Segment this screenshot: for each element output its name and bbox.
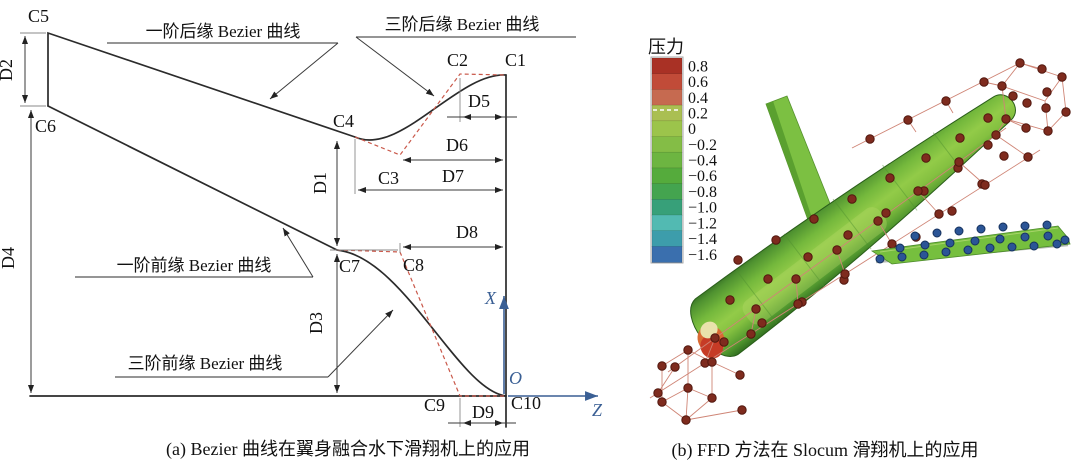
colorbar-tick: −0.4 xyxy=(688,153,717,170)
colorbar-tick: −1.4 xyxy=(688,231,717,248)
colorbar-tick-labels: 0.80.60.40.20−0.2−0.4−0.6−0.8−1.0−1.2−1.… xyxy=(688,58,717,263)
point-c3: C3 xyxy=(378,168,399,188)
dimension-lines xyxy=(21,36,517,427)
dim-d9: D9 xyxy=(472,402,494,422)
dim-d5: D5 xyxy=(468,91,490,111)
point-c4: C4 xyxy=(333,111,354,131)
point-c1: C1 xyxy=(505,50,526,70)
coordinate-axes: X Z O xyxy=(484,288,603,420)
colorbar-tick: 0 xyxy=(688,121,696,138)
point-c5: C5 xyxy=(28,6,49,26)
dim-d6: D6 xyxy=(446,135,468,155)
extension-lines xyxy=(20,32,461,427)
dim-d8: D8 xyxy=(456,222,478,242)
axis-z-label: Z xyxy=(592,400,603,420)
colorbar-tick: 0.2 xyxy=(688,105,708,122)
control-polygon xyxy=(336,73,507,397)
glider-hull xyxy=(690,94,1016,359)
pressure-colorbar: 压力 0.80.60.40.20−0.2−0.4−0.6−0.8−1.0−1.2… xyxy=(648,37,717,264)
dim-d1: D1 xyxy=(310,172,330,194)
colorbar-tick: 0.6 xyxy=(688,74,708,91)
colorbar-tick: −0.8 xyxy=(688,184,717,201)
caption-b: (b) FFD 方法在 Slocum 滑翔机上的应用 xyxy=(671,440,978,461)
label-trailing-third: 三阶后缘 Bezier 曲线 xyxy=(385,15,540,34)
point-c9: C9 xyxy=(424,395,445,415)
curve-annotations: 一阶后缘 Bezier 曲线 三阶后缘 Bezier 曲线 一阶前缘 Bezie… xyxy=(75,15,576,378)
colorbar-tick: −0.2 xyxy=(688,137,717,154)
colorbar-bands xyxy=(651,57,683,263)
point-c8: C8 xyxy=(403,255,424,275)
colorbar-tick: −1.2 xyxy=(688,215,717,232)
slocum-glider xyxy=(649,58,1071,425)
colorbar-tick: 0.8 xyxy=(688,58,708,75)
colorbar-tick: −1.6 xyxy=(688,247,717,264)
dimension-labels: D2 D4 D1 D3 D5 D6 D7 D8 D9 xyxy=(0,59,494,422)
axis-origin-label: O xyxy=(509,368,522,388)
colorbar-tick: −1.0 xyxy=(688,200,717,217)
label-leading-first: 一阶前缘 Bezier 曲线 xyxy=(117,256,272,275)
dim-d7: D7 xyxy=(442,166,464,186)
glider-profile-outline xyxy=(29,31,507,428)
dim-d3: D3 xyxy=(306,312,326,334)
point-c2: C2 xyxy=(447,50,468,70)
label-trailing-first: 一阶后缘 Bezier 曲线 xyxy=(146,22,301,41)
tail-fin xyxy=(765,95,832,221)
colorbar-title: 压力 xyxy=(648,37,684,57)
control-point-labels: C5 C6 C4 C3 C2 C1 C7 C8 C9 C10 xyxy=(28,6,541,415)
ffd-visualization: 压力 0.80.60.40.20−0.2−0.4−0.6−0.8−1.0−1.2… xyxy=(648,37,1071,461)
point-c7: C7 xyxy=(339,256,360,276)
dim-d4: D4 xyxy=(0,247,18,269)
label-leading-third: 三阶前缘 Bezier 曲线 xyxy=(128,354,283,373)
bezier-diagram: D2 D4 D1 D3 D5 D6 D7 D8 D9 C5 C6 C4 C3 C… xyxy=(0,6,603,460)
dim-d2: D2 xyxy=(0,59,16,81)
point-c10: C10 xyxy=(511,393,541,413)
colorbar-tick: 0.4 xyxy=(688,90,708,107)
point-c6: C6 xyxy=(35,116,56,136)
axis-x-label: X xyxy=(484,288,497,308)
caption-a: (a) Bezier 曲线在翼身融合水下滑翔机上的应用 xyxy=(166,439,530,460)
colorbar-tick: −0.6 xyxy=(688,168,717,185)
